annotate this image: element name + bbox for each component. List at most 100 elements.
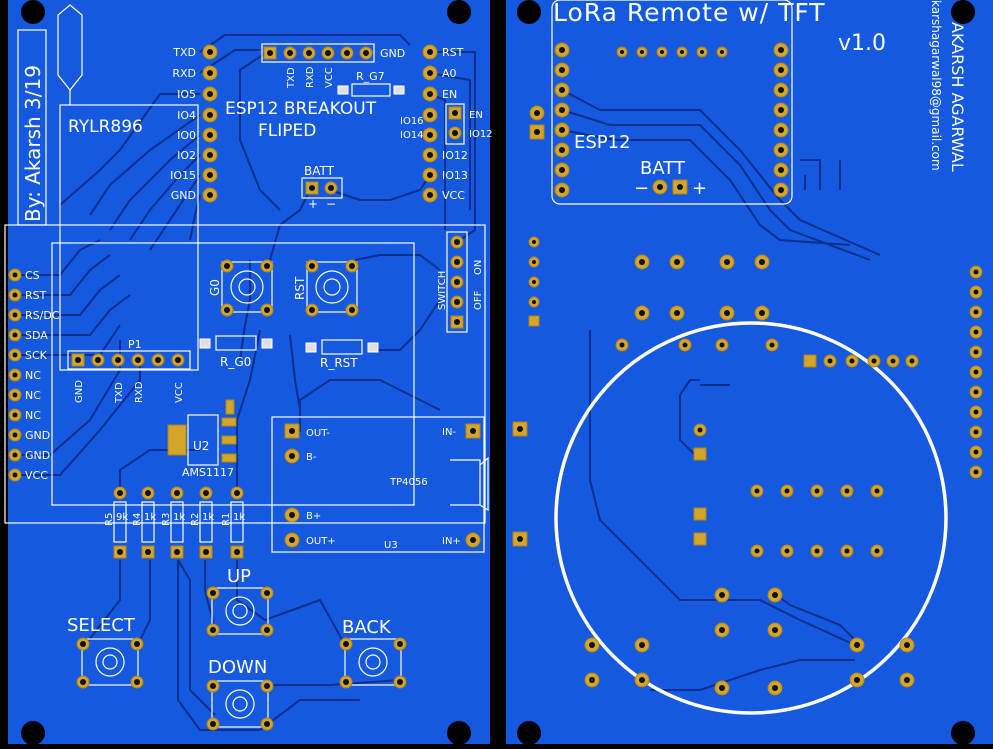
right-board [506,0,993,744]
left-traces [16,34,476,731]
batt-minus: − [326,197,336,211]
svg-text:CS: CS [25,269,40,282]
r-g7-label: R_G7 [356,70,385,83]
svg-text:GND: GND [25,429,50,442]
r-g7-outline [351,83,391,97]
pin-label-io12: IO12 [442,149,468,162]
top-header-rxd: RXD [305,66,316,88]
switch-outline [446,231,468,333]
tp-in-minus: IN- [442,427,456,438]
svg-text:9k: 9k [116,512,128,523]
svg-text:RST: RST [25,289,47,302]
display-circle-outline [554,321,948,715]
pin-label-io14: IO14 [400,130,424,141]
top-header-vcc: VCC [324,67,335,88]
svg-text:R3: R3 [161,513,172,526]
pin-label-io15: IO15 [170,169,196,182]
batt-label: BATT [304,164,335,178]
jumper-label-io12: IO12 [469,129,493,140]
pin-label-rxd: RXD [172,67,196,80]
u2-label: U2 [193,439,209,453]
up-label: UP [227,566,251,587]
down-label: DOWN [208,657,267,678]
p1-label: P1 [128,338,142,351]
pin-label-io16: IO16 [400,116,424,127]
pin-label-en: EN [442,88,457,101]
esp12-pads [529,42,789,198]
p1-pads [71,353,185,367]
switch-label: SWITCH [437,271,448,310]
pin-label-txd: TXD [172,46,196,59]
esp12-label: ESP12 [574,132,631,153]
tp-out-plus: OUT+ [306,536,336,547]
usb-connector [450,456,489,512]
svg-text:NC: NC [25,409,41,422]
tp-b-minus: B- [306,452,317,463]
tp-label: TP4056 [389,477,428,488]
esp12-outline [551,0,793,205]
top-header-gnd: GND [380,47,405,60]
back-label: BACK [342,617,392,638]
right-batt-minus: − [634,178,649,199]
right-version: v1.0 [838,31,886,56]
svg-text:1k: 1k [173,512,185,523]
right-batt-label: BATT [640,158,686,179]
tft-outline [4,224,486,524]
en-io12-jumper [445,103,465,145]
p1-outline [67,350,191,370]
esp-left-header-labels: TXD RXD IO5 IO4 IO0 IO2 IO15 GND [170,46,196,202]
svg-text:1k: 1k [202,512,214,523]
top-header-txd: TXD [286,67,297,89]
pin-label-io13: IO13 [442,169,468,182]
back-button [339,637,407,689]
pin-label-io5: IO5 [177,88,196,101]
rst-button [305,259,359,317]
esp-right-header-labels: RST A0 EN IO16 IO14 IO12 IO13 VCC [400,46,468,202]
svg-text:SCK: SCK [25,349,48,362]
rylr-module-outline [59,104,199,371]
top-header-pads [263,46,373,60]
pin-label-a0: A0 [442,67,457,80]
p1-pin-vcc: VCC [174,382,185,403]
select-label: SELECT [67,615,136,636]
down-button [206,679,274,731]
esp-right-header-pads [422,44,438,203]
tft-screen-outline [51,242,415,506]
pin-label-vcc: VCC [442,189,465,202]
svg-text:R4: R4 [132,513,143,526]
right-traces [561,89,881,691]
select-button [76,637,144,689]
resistor-names: R5 R4 R3 R2 R1 [104,513,232,526]
pin-label-io0: IO0 [177,129,196,142]
svg-text:R5: R5 [104,513,115,526]
svg-text:1k: 1k [233,512,245,523]
tft-pins [8,268,22,482]
g0-label: G0 [208,279,222,296]
resistor-bank [113,486,244,559]
svg-text:RS/DC: RS/DC [25,309,60,322]
u3-label: U3 [384,540,398,551]
svg-text:VCC: VCC [25,469,48,482]
p1-pin-gnd: GND [74,380,85,403]
pin-label-io4: IO4 [177,109,196,122]
svg-text:SDA: SDA [25,329,48,342]
batt-plus: + [308,197,318,211]
left-board [8,0,490,744]
tp-out-minus: OUT- [306,428,330,439]
ams-label: AMS1117 [182,466,234,479]
esp-left-header-pads [202,44,218,203]
up-button [206,586,274,637]
batt-connector [301,177,343,199]
rst-label: RST [293,276,307,300]
p1-pin-rxd: RXD [134,381,145,403]
pin-label-gnd: GND [171,189,196,202]
esp-breakout-title: ESP12 BREAKOUT [225,99,377,119]
tft-pin-labels: CS RST RS/DC SDA SCK NC NC NC GND GND VC… [25,269,60,482]
right-batt-plus: + [692,178,707,199]
right-edge-header [969,265,983,479]
tp-in-plus: IN+ [442,536,461,547]
right-board-pads [512,236,919,696]
jumper-label-en: EN [469,110,483,121]
